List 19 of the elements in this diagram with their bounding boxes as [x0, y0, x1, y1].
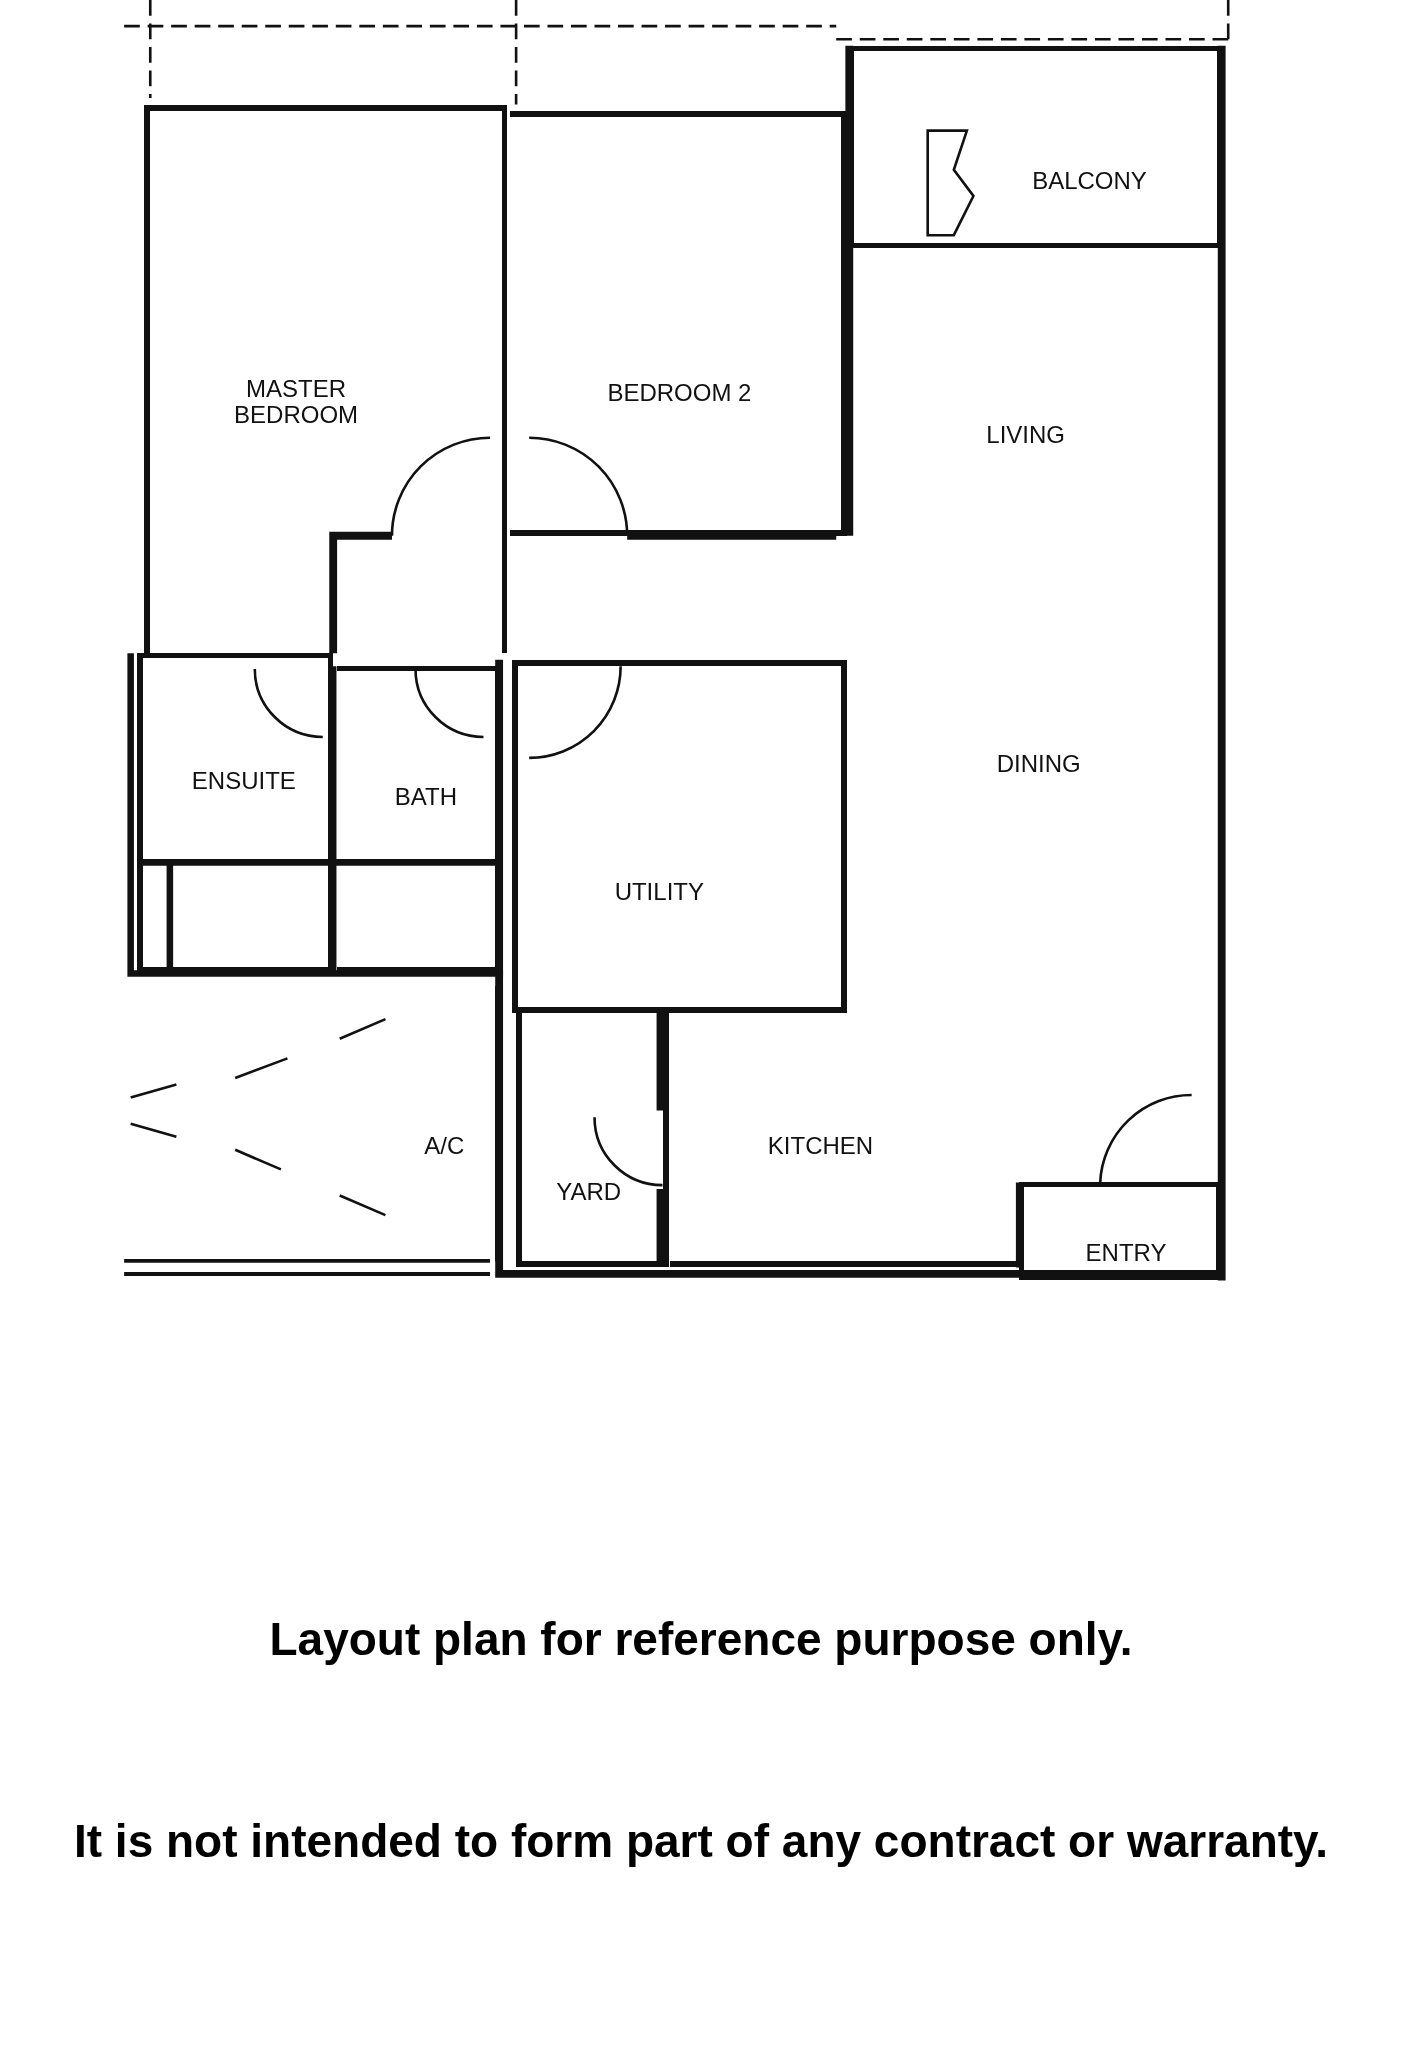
room-outline — [137, 653, 334, 974]
room-label: BATH — [394, 783, 458, 810]
disclaimer-note: Layout plan for reference purpose only. — [268, 1612, 1134, 1666]
room-label: ENSUITE — [191, 767, 296, 795]
room-label: UTILITY — [614, 878, 704, 906]
room-label: ENTRY — [1085, 1239, 1167, 1266]
disclaimer-note: It is not intended to form part of any contract or warranty. — [72, 1814, 1329, 1868]
room-label: BEDROOM 2 — [607, 379, 752, 406]
room-label: DINING — [996, 751, 1081, 778]
room-outline — [512, 659, 847, 1013]
room-label: YARD — [556, 1178, 622, 1205]
room-label: BALCONY — [1032, 168, 1147, 195]
room-label: LIVING — [986, 421, 1066, 449]
room-outline — [143, 104, 507, 654]
room-label: MASTER BEDROOM — [233, 375, 360, 429]
room-outline — [516, 1012, 669, 1268]
room-label: KITCHEN — [767, 1132, 874, 1160]
room-label: A/C — [424, 1132, 465, 1160]
room-outline — [509, 111, 847, 536]
